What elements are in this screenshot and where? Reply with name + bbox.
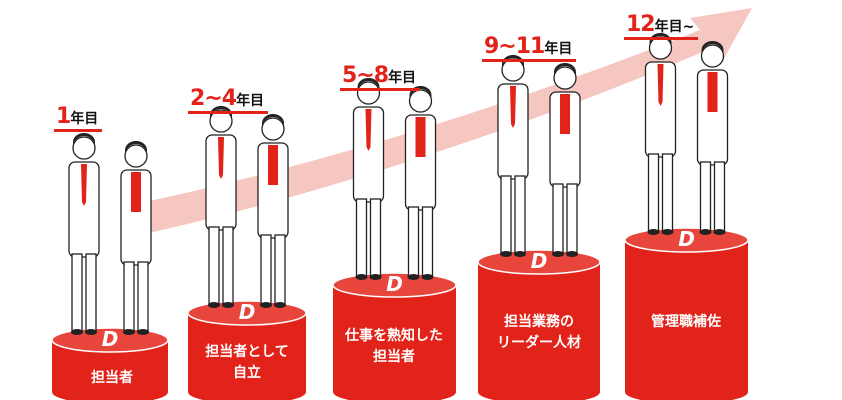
man-figure: [352, 78, 385, 280]
year-label-1: 1年目: [54, 106, 103, 132]
logo-d: D: [531, 249, 548, 273]
role-label-1: 担当者: [91, 370, 133, 386]
woman-figure: [404, 86, 437, 280]
woman-figure: [120, 141, 152, 335]
year-label-5: 12年目~: [624, 14, 699, 40]
pedestal: D: [51, 327, 169, 400]
role-label-4: 担当業務のリーダー人材: [497, 314, 581, 351]
role-label-5: 管理職補佐: [651, 314, 721, 330]
year-label-3: 5~8年目: [340, 65, 421, 91]
woman-figure: [696, 41, 729, 235]
logo-d: D: [678, 227, 695, 251]
pedestal: D: [624, 227, 749, 400]
logo-d: D: [239, 300, 256, 324]
man-figure: [497, 55, 529, 257]
logo-d: D: [386, 272, 403, 296]
year-label-2: 2~4年目: [188, 88, 269, 114]
woman-figure: [257, 114, 289, 308]
woman-figure: [549, 63, 581, 257]
man-figure: [205, 106, 237, 308]
role-label-2: 担当者として自立: [205, 344, 289, 381]
role-label-3: 仕事を熟知した担当者: [345, 328, 443, 365]
year-label-4: 9~11年目: [482, 36, 577, 62]
man-figure: [68, 133, 100, 335]
man-figure: [644, 33, 677, 235]
logo-d: D: [102, 327, 119, 351]
